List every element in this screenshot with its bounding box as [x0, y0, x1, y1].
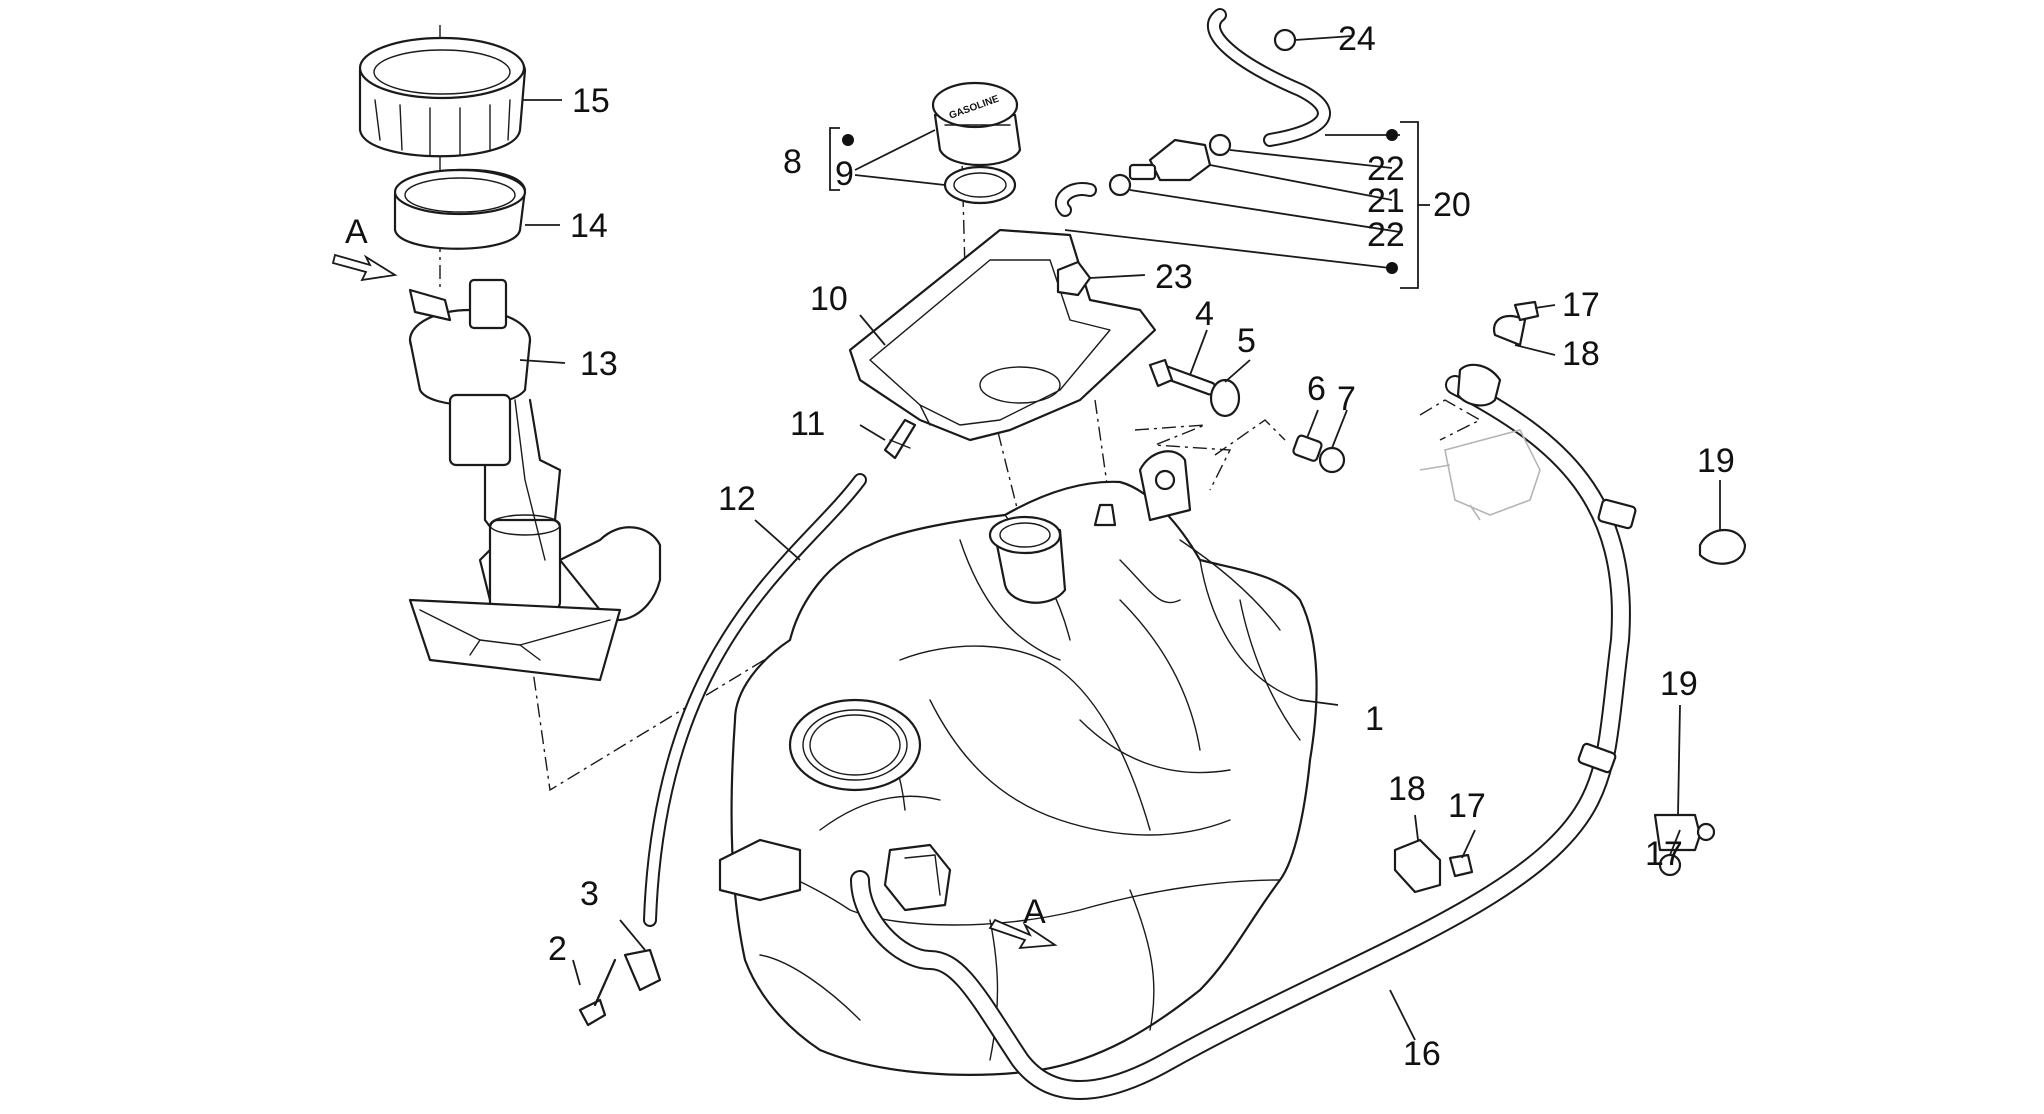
callout-16: 16 [1403, 1035, 1441, 1073]
vapour-hose-group [1054, 8, 1331, 297]
view-a-label-top: A [345, 213, 368, 251]
tank-mount-hardware [1148, 358, 1346, 474]
callout-23: 23 [1155, 258, 1193, 296]
callout-17-lower: 17 [1448, 787, 1486, 825]
cap-gasket [943, 165, 1017, 205]
callout-2: 2 [548, 930, 567, 968]
callout-3: 3 [580, 875, 599, 913]
callout-22-bottom: 22 [1367, 216, 1405, 254]
leader-lines [519, 35, 1721, 1041]
callout-14: 14 [570, 207, 608, 245]
fuel-cap: GASOLINE [931, 81, 1022, 166]
callout-17-top: 17 [1562, 286, 1600, 324]
callout-22-top: 22 [1367, 150, 1405, 188]
callout-19-top: 19 [1697, 442, 1735, 480]
callout-8: 8 [783, 143, 802, 181]
callout-21: 21 [1367, 182, 1405, 220]
callout-20: 20 [1433, 186, 1471, 224]
hose-retaining-clips [1393, 300, 1747, 894]
callout-17-right: 17 [1645, 835, 1683, 873]
breather-hose [643, 473, 867, 927]
callout-18-lower: 18 [1388, 770, 1426, 808]
callout-5: 5 [1237, 322, 1256, 360]
callout-7: 7 [1337, 380, 1356, 418]
fuel-hose [850, 363, 1637, 1100]
tank-screw-and-clip [578, 948, 662, 1027]
view-a-arrows [331, 253, 1058, 950]
callout-4: 4 [1195, 295, 1214, 333]
callout-labels: 1 2 3 4 5 6 7 8 9 10 11 12 13 14 15 16 1… [345, 20, 1735, 1073]
callout-9: 9 [835, 155, 854, 193]
callout-11: 11 [790, 405, 825, 443]
pump-seal-ring [393, 168, 527, 250]
callout-24: 24 [1338, 20, 1376, 58]
callout-10: 10 [810, 280, 848, 318]
callout-18-top: 18 [1562, 335, 1600, 373]
callout-19-lower: 19 [1660, 665, 1698, 703]
callout-1: 1 [1365, 700, 1384, 738]
breather-fitting [883, 418, 917, 460]
ghost-connector-detail [1419, 429, 1541, 521]
callout-12: 12 [718, 480, 756, 518]
pump-lock-ring [358, 36, 527, 158]
callout-13: 13 [580, 345, 618, 383]
callout-6: 6 [1307, 370, 1326, 408]
view-a-label-bottom: A [1023, 893, 1046, 931]
fuel-pump-assembly [408, 278, 662, 682]
callout-15: 15 [572, 82, 610, 120]
filler-tray [848, 228, 1157, 442]
